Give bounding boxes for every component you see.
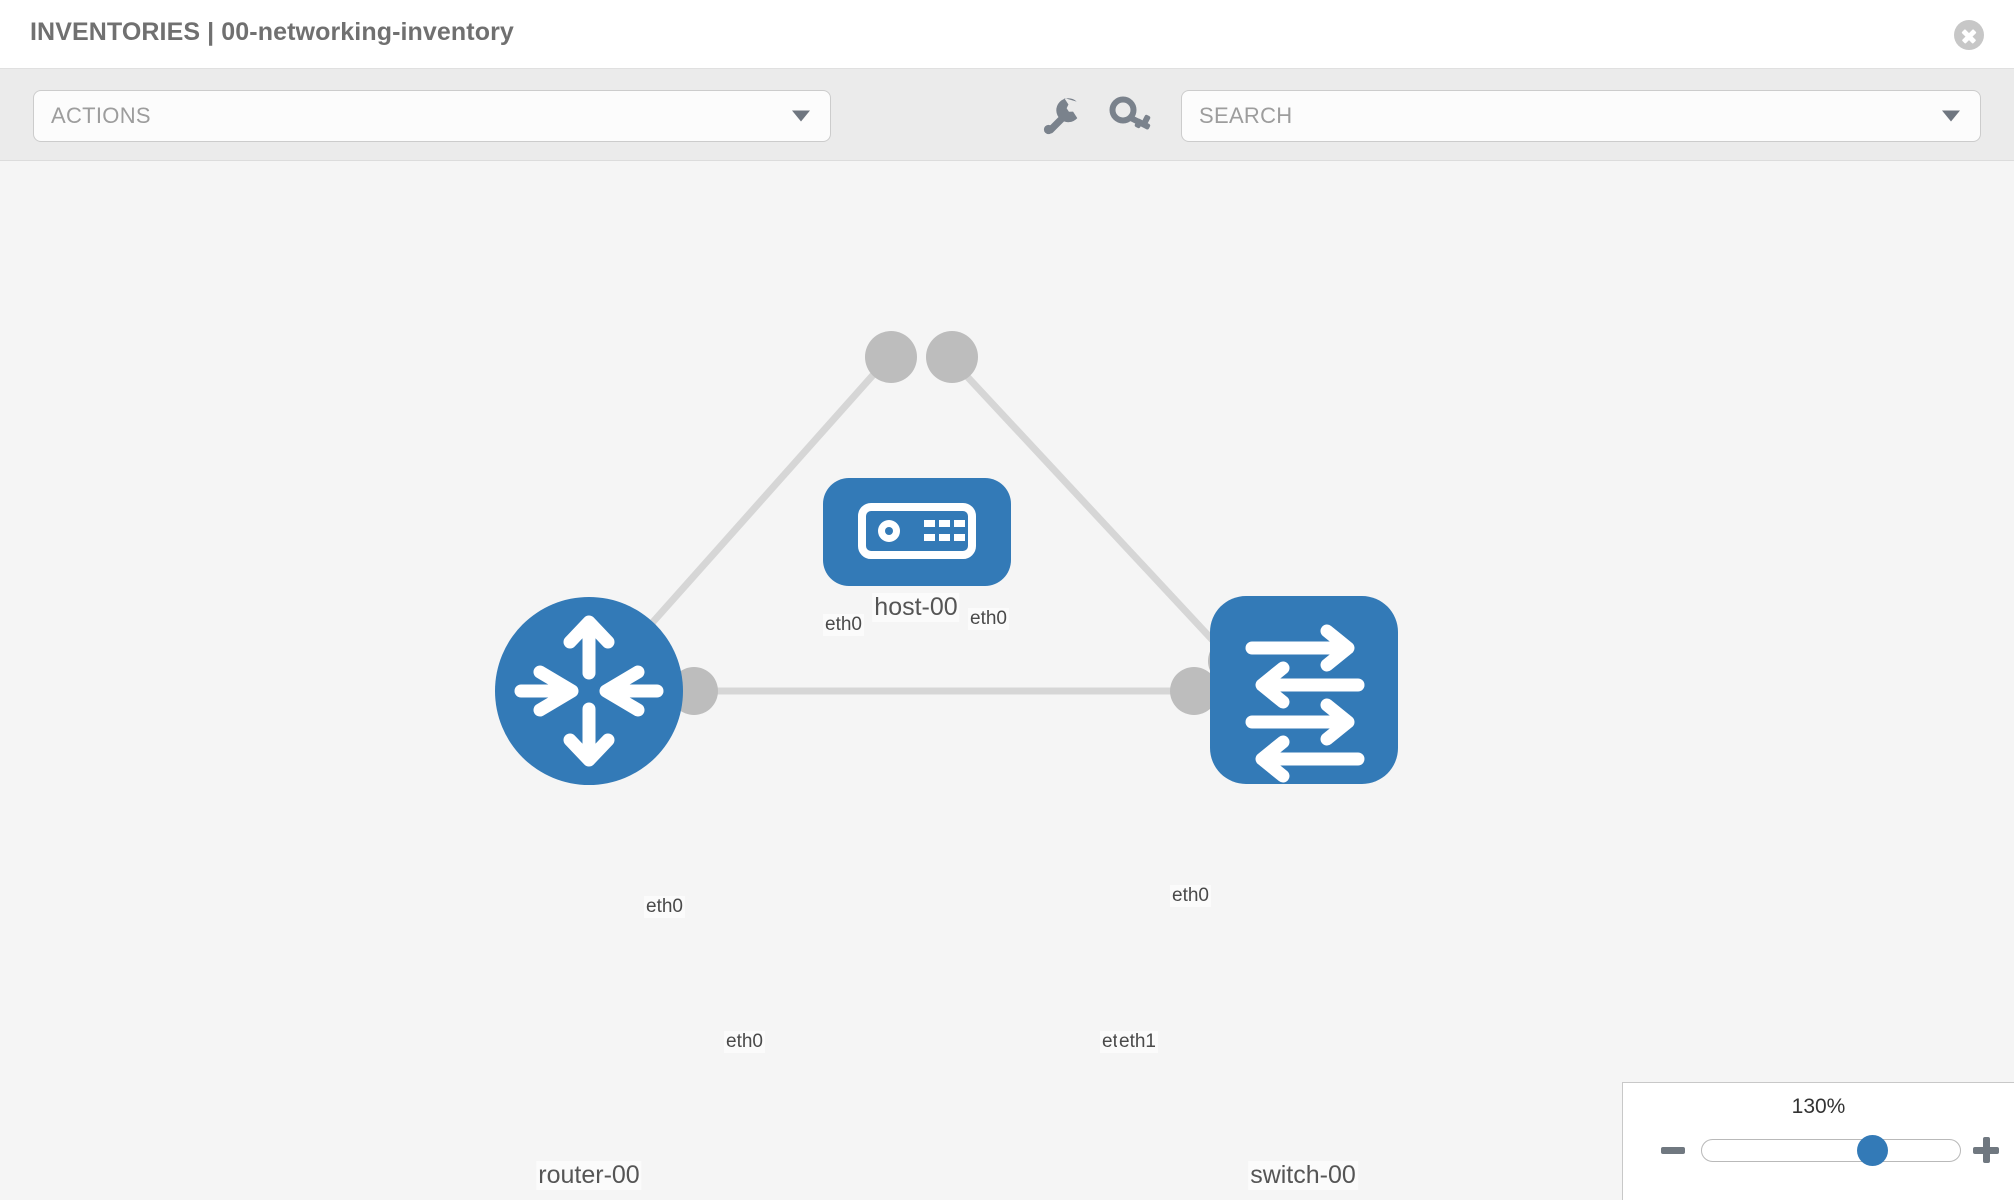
zoom-slider-thumb[interactable] bbox=[1856, 1135, 1888, 1166]
search-placeholder: SEARCH bbox=[1199, 103, 1293, 128]
actions-dropdown-label: ACTIONS bbox=[51, 103, 151, 128]
port-label-host-right: eth0 bbox=[968, 608, 1009, 630]
chevron-down-icon bbox=[1942, 110, 1960, 122]
port-label-router-uplink: eth0 bbox=[644, 896, 685, 918]
topology-canvas[interactable]: host-00 router-00 switch-00 eth0 eth0 et… bbox=[0, 161, 2014, 1200]
port-label-host-left: eth0 bbox=[823, 614, 864, 636]
port-host-right bbox=[926, 331, 978, 383]
toolbar: ACTIONS SEARCH bbox=[0, 69, 2014, 161]
zoom-slider[interactable] bbox=[1701, 1135, 1961, 1166]
key-icon[interactable] bbox=[1105, 91, 1155, 141]
node-label-router-00: router-00 bbox=[536, 1161, 642, 1190]
search-input[interactable]: SEARCH bbox=[1181, 90, 1981, 142]
topology-graph bbox=[495, 331, 1398, 785]
actions-dropdown[interactable]: ACTIONS bbox=[33, 90, 831, 142]
node-label-switch-00: switch-00 bbox=[1248, 1161, 1358, 1190]
node-label-host-00: host-00 bbox=[872, 593, 960, 622]
link-host-switch bbox=[945, 353, 1235, 664]
link-host-router bbox=[617, 353, 893, 662]
zoom-in-button[interactable] bbox=[1973, 1137, 1999, 1163]
wrench-icon[interactable] bbox=[1037, 91, 1087, 141]
chevron-down-icon bbox=[792, 110, 810, 122]
port-switch-left bbox=[1170, 667, 1218, 715]
zoom-percent-label: 130% bbox=[1791, 1095, 1846, 1118]
port-label-switch-left-b: eth1 bbox=[1117, 1031, 1158, 1053]
close-icon[interactable] bbox=[1954, 20, 1984, 50]
node-host-00 bbox=[823, 478, 1011, 586]
node-switch-00 bbox=[1210, 596, 1398, 784]
port-host-left bbox=[865, 331, 917, 383]
port-label-switch-uplink: eth0 bbox=[1170, 885, 1211, 907]
port-label-router-right: eth0 bbox=[724, 1031, 765, 1053]
zoom-out-button[interactable] bbox=[1661, 1147, 1685, 1154]
page-header: INVENTORIES | 00-networking-inventory bbox=[0, 0, 2014, 69]
page-title: INVENTORIES | 00-networking-inventory bbox=[30, 18, 514, 46]
node-router-00 bbox=[495, 597, 683, 785]
zoom-control-panel: 130% bbox=[1622, 1082, 2014, 1200]
